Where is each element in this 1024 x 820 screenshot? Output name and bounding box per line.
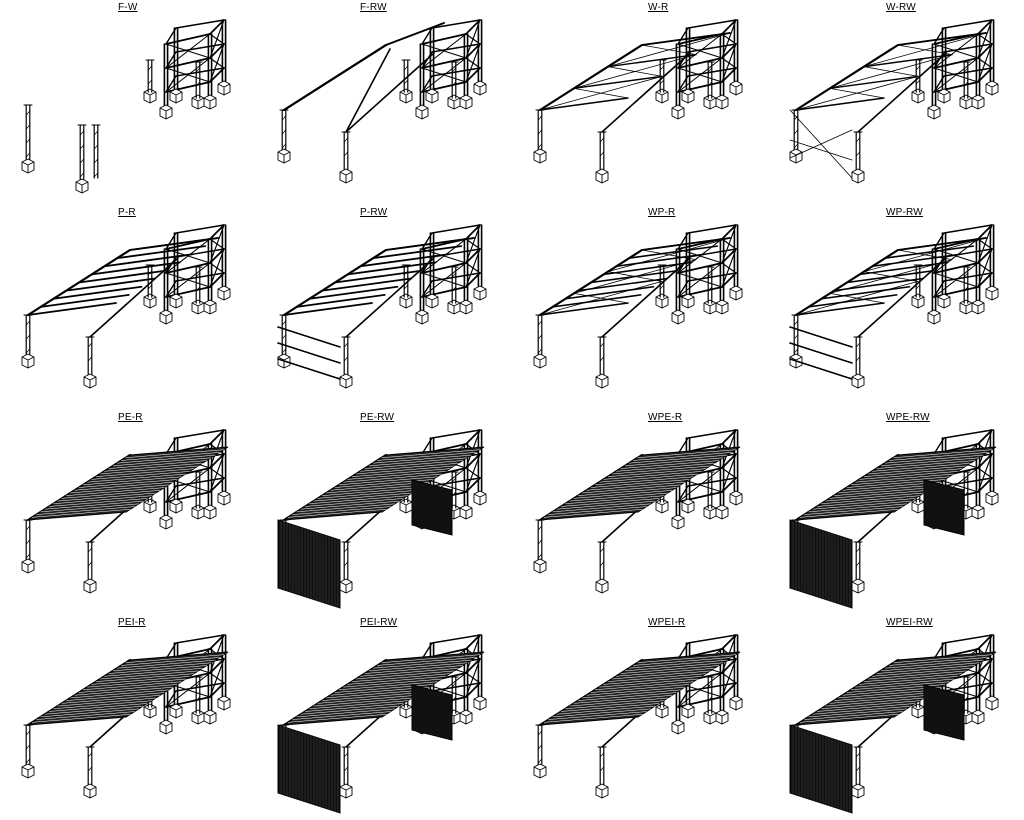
panel-label: PEI-R [118,617,146,628]
panel-label: WP-RW [886,207,923,218]
panel-label: PE-R [118,412,143,423]
braced-tower [911,224,999,325]
frame-drawing [789,429,999,609]
panel-label: WPEI-RW [886,617,933,628]
panel-pei-rw: PEI-RW [256,615,512,820]
panel-wpei-rw: WPEI-RW [768,615,1024,820]
panel-pe-rw: PE-RW [256,410,512,615]
frame-drawing [21,224,231,389]
panel-label: F-W [118,2,138,13]
panel-label: W-RW [886,2,916,13]
panel-pe-r: PE-R [0,410,256,615]
braced-tower [911,19,999,120]
braced-tower [399,224,487,325]
panel-p-r: P-R [0,205,256,410]
frame-drawing [789,634,999,814]
panel-label: WPEI-R [648,617,686,628]
braced-tower [143,19,231,120]
braced-tower [655,224,743,325]
panel-w-rw: W-RW [768,0,1024,205]
panel-f-w: F-W [0,0,256,205]
frame-drawing [533,19,743,184]
panel-label: F-RW [360,2,387,13]
braced-tower [399,19,487,120]
frame-drawing [21,429,231,594]
frame-drawing [277,429,487,609]
frame-drawing [21,19,231,194]
panel-label: P-RW [360,207,388,218]
panel-w-r: W-R [512,0,768,205]
frame-drawing [789,19,999,184]
panel-p-rw: P-RW [256,205,512,410]
panel-label: W-R [648,2,669,13]
frame-drawing [21,634,231,799]
panel-wp-r: WP-R [512,205,768,410]
braced-tower [655,19,743,120]
panel-wp-rw: WP-RW [768,205,1024,410]
panel-label: WPE-R [648,412,683,423]
panel-label: PEI-RW [360,617,398,628]
panel-label: P-R [118,207,136,218]
frame-drawing [277,224,487,389]
panel-wpei-r: WPEI-R [512,615,768,820]
frame-drawing [533,634,743,799]
panel-label: PE-RW [360,412,395,423]
panel-label: WPE-RW [886,412,930,423]
frame-drawing [789,224,999,389]
frame-drawing [277,19,487,184]
frame-drawing [277,634,487,814]
panel-label: WP-R [648,207,676,218]
frame-drawing [533,429,743,594]
panel-pei-r: PEI-R [0,615,256,820]
panel-f-rw: F-RW [256,0,512,205]
panel-wpe-rw: WPE-RW [768,410,1024,615]
braced-tower [143,224,231,325]
frame-drawing [533,224,743,389]
panel-wpe-r: WPE-R [512,410,768,615]
